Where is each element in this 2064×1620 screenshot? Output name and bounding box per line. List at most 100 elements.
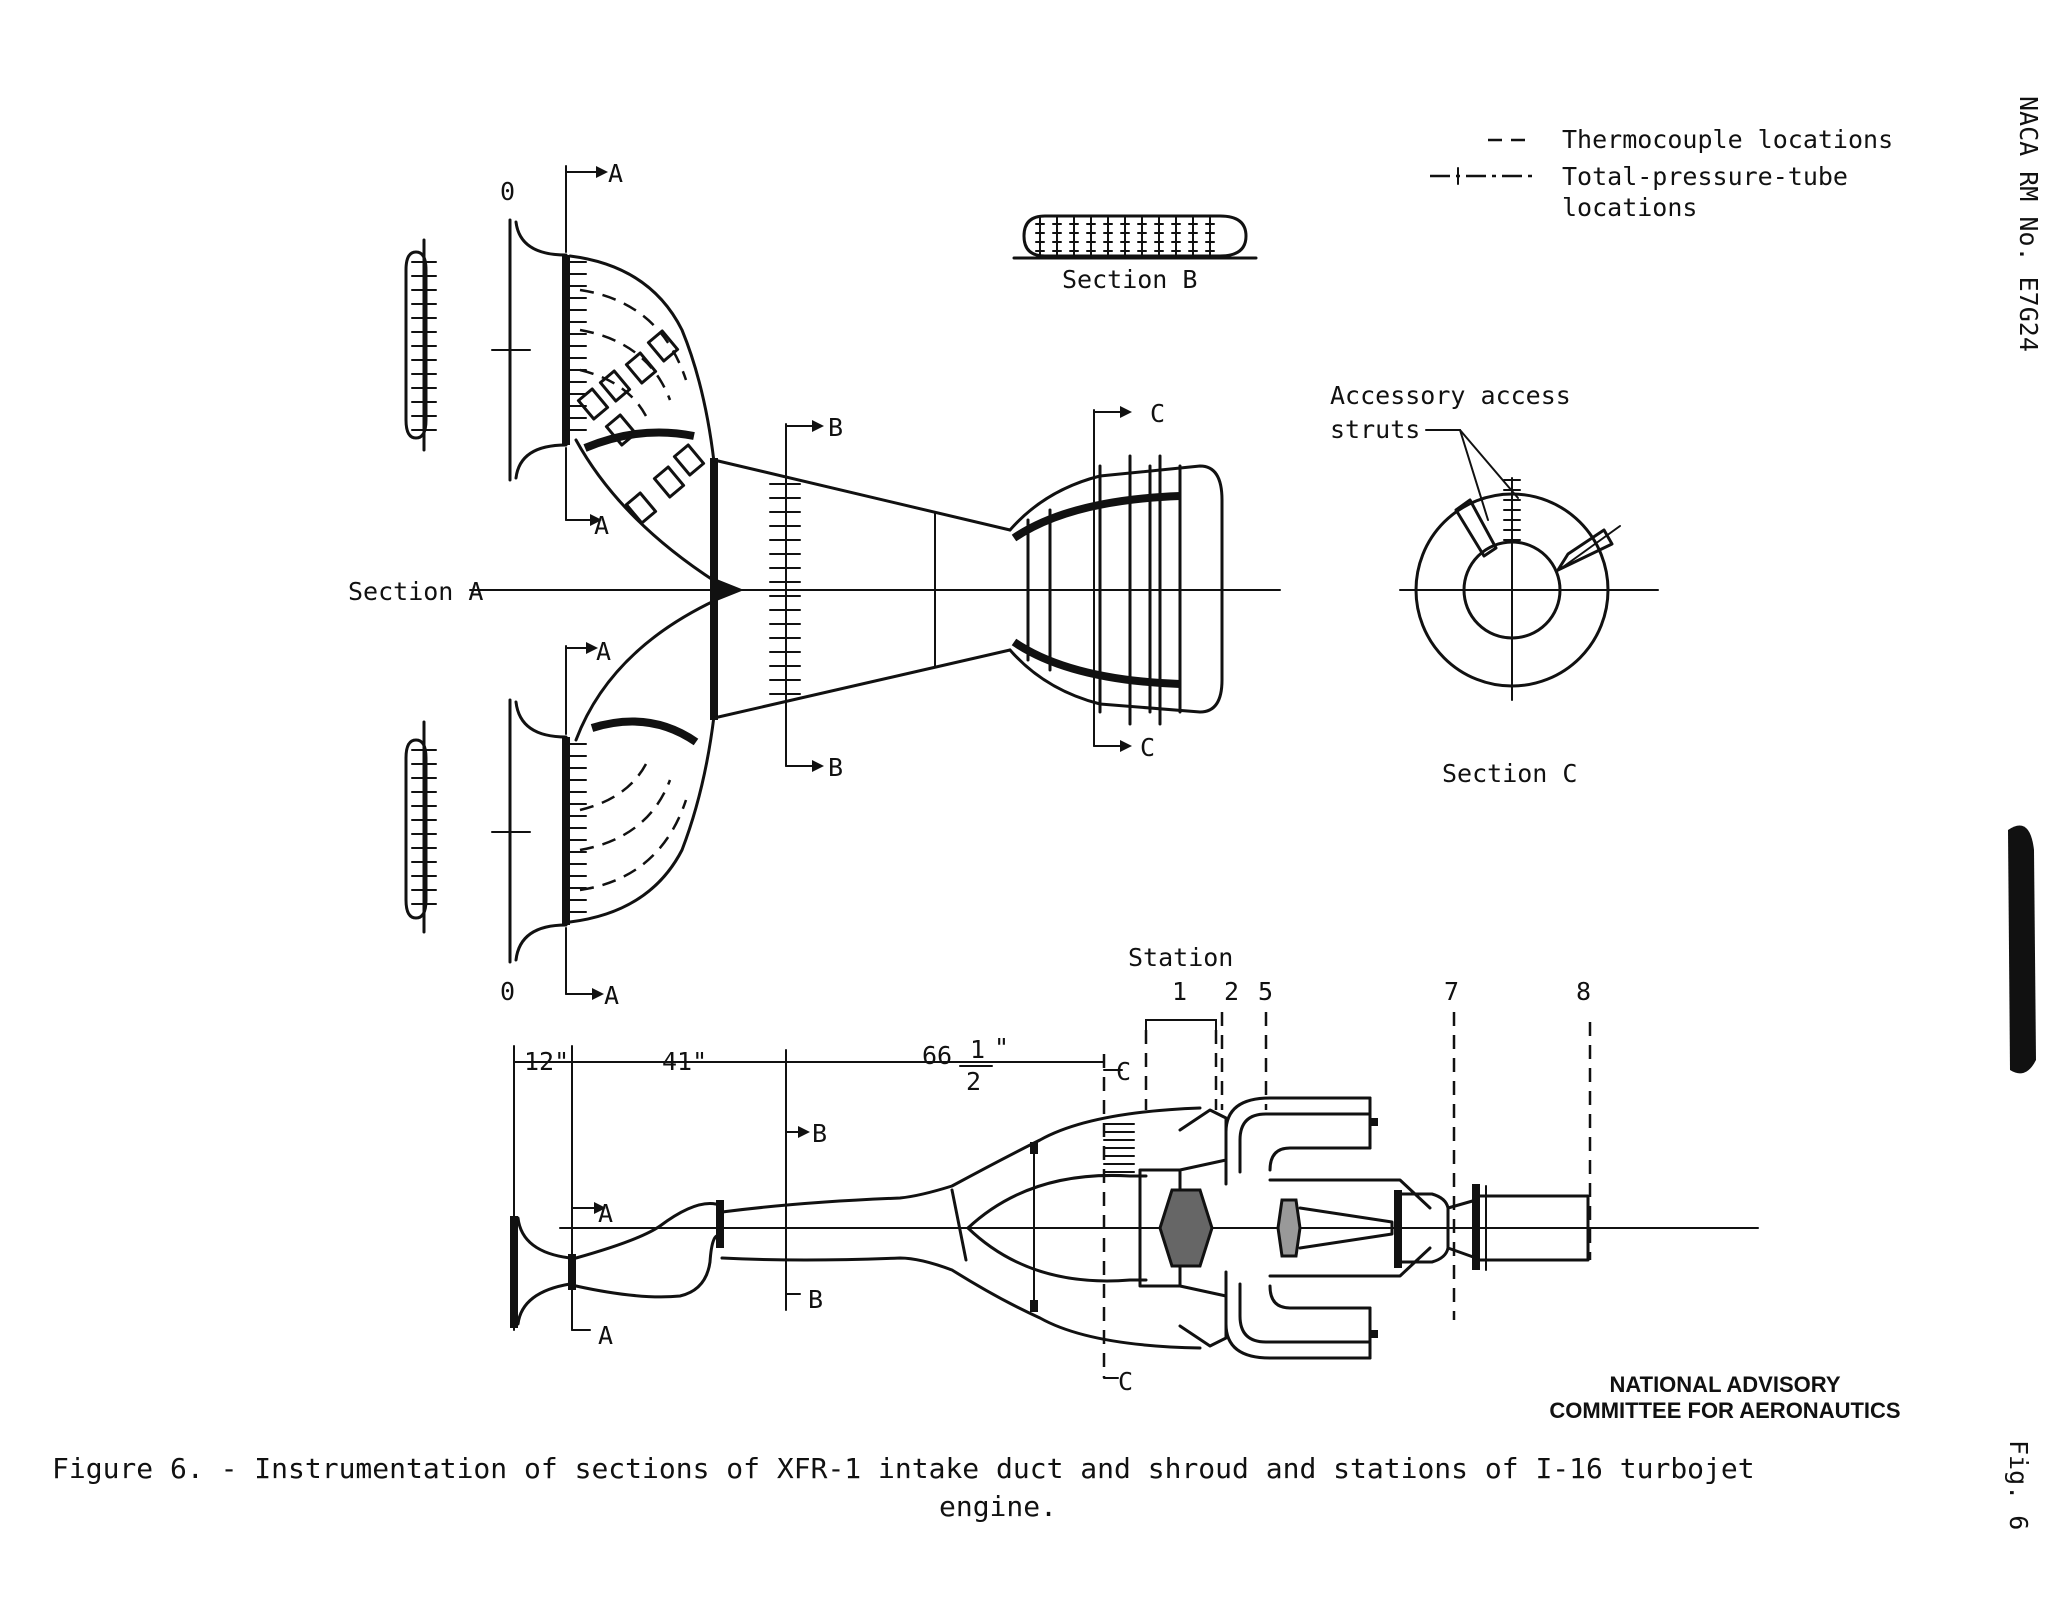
section-a-label: Section A — [348, 577, 483, 606]
side-diffuser-top — [720, 1106, 1202, 1214]
arrowhead — [1120, 406, 1132, 418]
arrowhead — [798, 1126, 810, 1138]
upper-pressure-rakes — [576, 329, 706, 525]
cut-markers-plan: A A A A 0 0 B B C C — [500, 159, 1165, 1010]
upper-bell-bottom — [514, 443, 568, 480]
cut-label-c: C — [1118, 1367, 1133, 1396]
pressure-legend-label: Total-pressure-tube — [1562, 162, 1848, 191]
lower-elbow-inner — [574, 598, 718, 742]
combustor-bottom-outer — [1224, 1270, 1372, 1360]
dim-frac-den: 2 — [966, 1067, 981, 1096]
section-b-label: Section B — [1062, 265, 1197, 294]
combustor-top — [1238, 1112, 1372, 1174]
arrowhead — [594, 1202, 606, 1214]
side-bell — [516, 1282, 572, 1326]
tailpipe-section — [1400, 1192, 1450, 1264]
nozzle-top — [1268, 1178, 1432, 1210]
spinner-top — [966, 1173, 1148, 1230]
cut-label-a: A — [604, 981, 619, 1010]
cut-label-b: B — [812, 1119, 827, 1148]
arrowhead — [590, 514, 602, 526]
cut-label-b: B — [808, 1285, 823, 1314]
cut-label-a: A — [594, 511, 609, 540]
station-label: Station — [1128, 943, 1233, 972]
arrowhead — [812, 420, 824, 432]
side-section-c-ticks — [1103, 1123, 1135, 1173]
impeller — [1158, 1188, 1214, 1268]
section-b-tubes — [1035, 215, 1215, 257]
station-number: 5 — [1258, 977, 1273, 1006]
cut-label-c: C — [1116, 1057, 1131, 1086]
legend: Thermocouple locations Total-pressure-tu… — [1430, 125, 1893, 222]
station-zero-label: 0 — [500, 977, 515, 1006]
section-b-detail: Section B — [1012, 214, 1258, 294]
lower-rake-arc — [579, 759, 650, 812]
station-1-bracket — [1145, 1019, 1217, 1031]
pressure-rake — [598, 369, 632, 403]
side-diffuser-bottom — [720, 1256, 1202, 1350]
rake-tubes — [411, 261, 437, 431]
strut-left — [1454, 498, 1498, 558]
side-elbow-top — [574, 1202, 724, 1260]
struts-label-2: struts — [1330, 415, 1420, 444]
struts-label: Accessory access — [1330, 381, 1571, 410]
cut-label-b: B — [828, 413, 843, 442]
combustor-housing-top — [1178, 1108, 1228, 1172]
cut-label-a: A — [598, 1199, 613, 1228]
diffuser-top — [712, 458, 1012, 532]
upper-rake-arc — [579, 368, 650, 421]
station-number: 2 — [1224, 977, 1239, 1006]
dim-frac-num: 1 — [970, 1035, 985, 1064]
upper-elbow-inner — [574, 438, 718, 584]
cut-label-a: A — [598, 1321, 613, 1350]
cut-label-c: C — [1140, 733, 1155, 762]
dim-66: 66 — [922, 1041, 952, 1070]
junction-splitter — [714, 578, 744, 602]
arrowhead — [812, 760, 824, 772]
figure-caption-2: engine. — [939, 1490, 1057, 1523]
strut-right-tube — [1555, 525, 1621, 573]
section-b-outline — [1022, 214, 1248, 258]
pressure-rake — [672, 443, 706, 477]
arrowhead — [596, 166, 608, 178]
report-id: NACA RM No. E7G24 — [2014, 96, 2043, 352]
side-view: 12" 41" 66 1 2 " Station 1 2 5 7 8 — [510, 943, 1759, 1360]
credit-line-1: NATIONAL ADVISORY — [1609, 1372, 1840, 1397]
station-number: 7 — [1444, 977, 1459, 1006]
shroud-outline — [1008, 464, 1224, 714]
figure-label: Fig. 6 — [2004, 1440, 2033, 1530]
pressure-rake — [624, 351, 658, 385]
station-number: 8 — [1576, 977, 1591, 1006]
upper-rake-arc — [579, 288, 688, 381]
arrowhead — [1120, 740, 1132, 752]
cut-markers-side: A A B B C C — [571, 1054, 1133, 1396]
side-bell — [516, 1216, 572, 1260]
lower-elbow-flange — [590, 717, 699, 746]
jet-nozzle — [1478, 1194, 1590, 1262]
duct-plan-view — [469, 218, 1281, 964]
dim-12: 12" — [524, 1047, 569, 1076]
figure-caption: Figure 6. - Instrumentation of sections … — [52, 1452, 1755, 1485]
lower-bell-top — [514, 700, 568, 739]
side-joint — [950, 1188, 968, 1262]
cut-label-c: C — [1150, 399, 1165, 428]
nozzle-bottom — [1268, 1246, 1432, 1278]
strut-right — [1556, 528, 1614, 572]
spinner-bottom — [966, 1226, 1148, 1283]
station-zero-label: 0 — [500, 177, 515, 206]
thermocouple-legend-label: Thermocouple locations — [1562, 125, 1893, 154]
station-number: 1 — [1172, 977, 1187, 1006]
side-rib-clamp — [1030, 1300, 1038, 1312]
dim-41: 41" — [662, 1047, 707, 1076]
arrowhead — [586, 642, 598, 654]
binding-mark — [2008, 825, 2036, 1074]
lower-bell-bottom — [514, 923, 568, 962]
section-a-rake-bottom — [404, 720, 437, 934]
pressure-rake — [652, 465, 686, 499]
upper-elbow-outer — [568, 254, 716, 464]
credit-line-2: COMMITTEE FOR AERONAUTICS — [1549, 1398, 1900, 1423]
pressure-legend-label-2: locations — [1562, 193, 1697, 222]
tailpipe-taper — [1446, 1198, 1478, 1260]
struts-leader — [1459, 429, 1519, 499]
